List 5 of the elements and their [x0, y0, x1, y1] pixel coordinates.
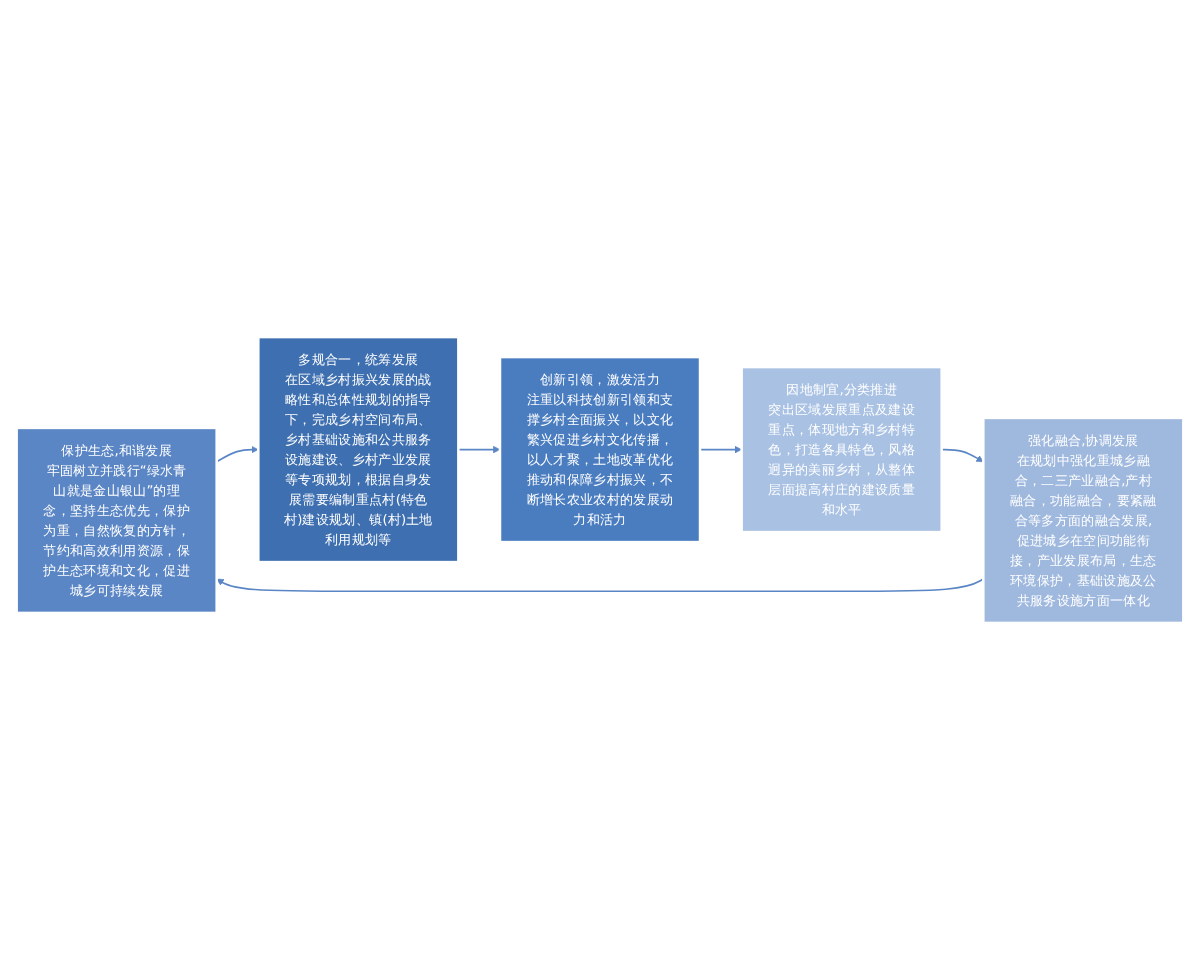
arrow — [940, 448, 984, 463]
arrow — [215, 445, 259, 463]
arrow — [457, 445, 501, 454]
arrow — [216, 578, 985, 593]
arrow — [699, 445, 742, 454]
